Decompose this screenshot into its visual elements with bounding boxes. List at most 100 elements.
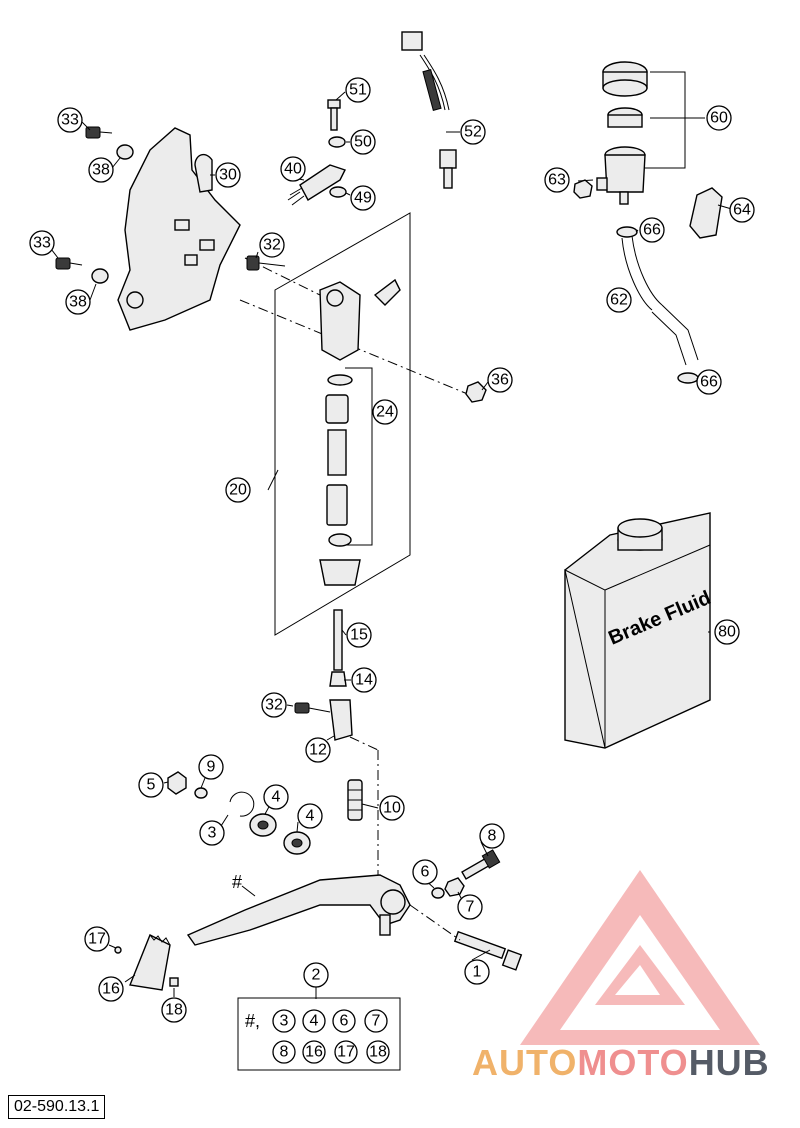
svg-text:50: 50 — [354, 134, 372, 151]
svg-text:64: 64 — [733, 202, 751, 219]
kit-item-3: 3 — [272, 1009, 296, 1033]
svg-text:16: 16 — [102, 981, 120, 998]
callout-50: 50 — [350, 129, 376, 155]
svg-text:51: 51 — [349, 82, 367, 99]
svg-text:38: 38 — [92, 162, 110, 179]
callout-1: 1 — [464, 959, 490, 985]
svg-text:49: 49 — [354, 190, 372, 207]
watermark-wordmark: AUTOMOTOHUB — [472, 1042, 770, 1084]
svg-text:6: 6 — [421, 864, 430, 881]
callout-38-upper: 38 — [88, 157, 114, 183]
callout-30: 30 — [215, 162, 241, 188]
brake-fluid-container: Brake Fluid — [564, 512, 714, 749]
callout-12: 12 — [305, 737, 331, 763]
callout-64: 64 — [729, 197, 755, 223]
callout-38-lower: 38 — [65, 289, 91, 315]
svg-text:15: 15 — [350, 627, 368, 644]
kit-symbol: #, — [245, 1011, 260, 1031]
watermark-part-moto: MOTO — [577, 1042, 689, 1083]
nut-36 — [465, 381, 487, 403]
svg-text:66: 66 — [700, 374, 718, 391]
callout-80: 80 — [714, 619, 740, 645]
svg-text:38: 38 — [69, 294, 87, 311]
svg-text:14: 14 — [355, 672, 373, 689]
svg-text:32: 32 — [265, 697, 283, 714]
bolt-33-lower — [55, 257, 83, 270]
bolt-1 — [453, 930, 523, 971]
bolt-8 — [461, 849, 501, 880]
washer-6 — [431, 887, 445, 899]
watermark-part-hub: HUB — [688, 1042, 770, 1083]
callout-17: 18 — [161, 997, 187, 1023]
svg-text:62: 62 — [610, 292, 628, 309]
circlip-3 — [229, 791, 255, 817]
callout-9: 9 — [198, 754, 224, 780]
callout-6: 6 — [412, 859, 438, 885]
svg-text:36: 36 — [491, 372, 509, 389]
brake-switch-part — [401, 31, 457, 189]
svg-text:2: 2 — [312, 967, 321, 984]
svg-text:3: 3 — [280, 1013, 289, 1030]
kit-item-8: 8 — [272, 1040, 296, 1064]
svg-text:20: 20 — [229, 482, 247, 499]
svg-text:32: 32 — [263, 237, 281, 254]
callout-10: 10 — [379, 795, 405, 821]
callout-66-lower: 66 — [696, 369, 722, 395]
hose-fitting-40 — [287, 164, 346, 206]
spring-part — [347, 779, 363, 821]
svg-text:17: 17 — [337, 1044, 355, 1061]
callout-18: 17 — [84, 926, 110, 952]
callout-32-lower: 32 — [261, 692, 287, 718]
banjo-bolt-51 — [327, 99, 341, 131]
callout-14: 14 — [351, 667, 377, 693]
assembly-box-20 — [274, 212, 411, 636]
svg-text:12: 12 — [309, 742, 327, 759]
reservoir-part — [596, 61, 648, 205]
svg-text:33: 33 — [61, 112, 79, 129]
bolt-63 — [573, 179, 593, 199]
washer-9 — [194, 787, 208, 799]
callout-4-upper: 4 — [263, 784, 289, 810]
hose-62 — [621, 235, 699, 366]
callout-5: 5 — [138, 772, 164, 798]
kit-item-17: 17 — [334, 1040, 358, 1064]
callout-8: 8 — [479, 823, 505, 849]
callout-63: 63 — [544, 167, 570, 193]
kit-item-6: 6 — [332, 1009, 356, 1033]
svg-text:60: 60 — [710, 110, 728, 127]
callout-52: 52 — [460, 119, 486, 145]
washer-38-lower — [91, 268, 109, 284]
bolt-32-upper — [246, 255, 286, 271]
svg-text:63: 63 — [548, 172, 566, 189]
callout-49: 49 — [350, 185, 376, 211]
kit-item-18: 18 — [366, 1040, 390, 1064]
kit-item-4: 4 — [302, 1009, 326, 1033]
callout-4-lower: 4 — [297, 803, 323, 829]
diagram-reference-code: 02-590.13.1 — [8, 1095, 106, 1119]
svg-text:4: 4 — [310, 1013, 319, 1030]
kit-item-16: 16 — [302, 1040, 326, 1064]
svg-text:3: 3 — [208, 825, 217, 842]
svg-text:66: 66 — [643, 222, 661, 239]
svg-text:17: 17 — [88, 931, 106, 948]
svg-text:52: 52 — [464, 124, 482, 141]
callout-2: 2 — [303, 962, 329, 988]
svg-text:7: 7 — [372, 1013, 381, 1030]
svg-text:4: 4 — [272, 789, 281, 806]
svg-text:8: 8 — [280, 1044, 289, 1061]
bolt-33-upper — [85, 126, 113, 139]
kit-box: #, 3 4 6 7 8 16 17 18 — [237, 997, 401, 1071]
callout-32-upper: 32 — [259, 232, 285, 258]
washer-49 — [329, 186, 347, 198]
svg-text:7: 7 — [466, 899, 475, 916]
svg-text:6: 6 — [340, 1013, 349, 1030]
clamp-66-lower — [677, 372, 699, 384]
callout-24: 24 — [372, 399, 398, 425]
callout-3: 3 — [199, 820, 225, 846]
watermark-logo — [520, 870, 760, 1045]
pedal-step-part — [114, 934, 179, 991]
nut-5 — [167, 771, 187, 795]
watermark-part-auto: AUTO — [472, 1042, 578, 1083]
svg-text:24: 24 — [376, 404, 394, 421]
